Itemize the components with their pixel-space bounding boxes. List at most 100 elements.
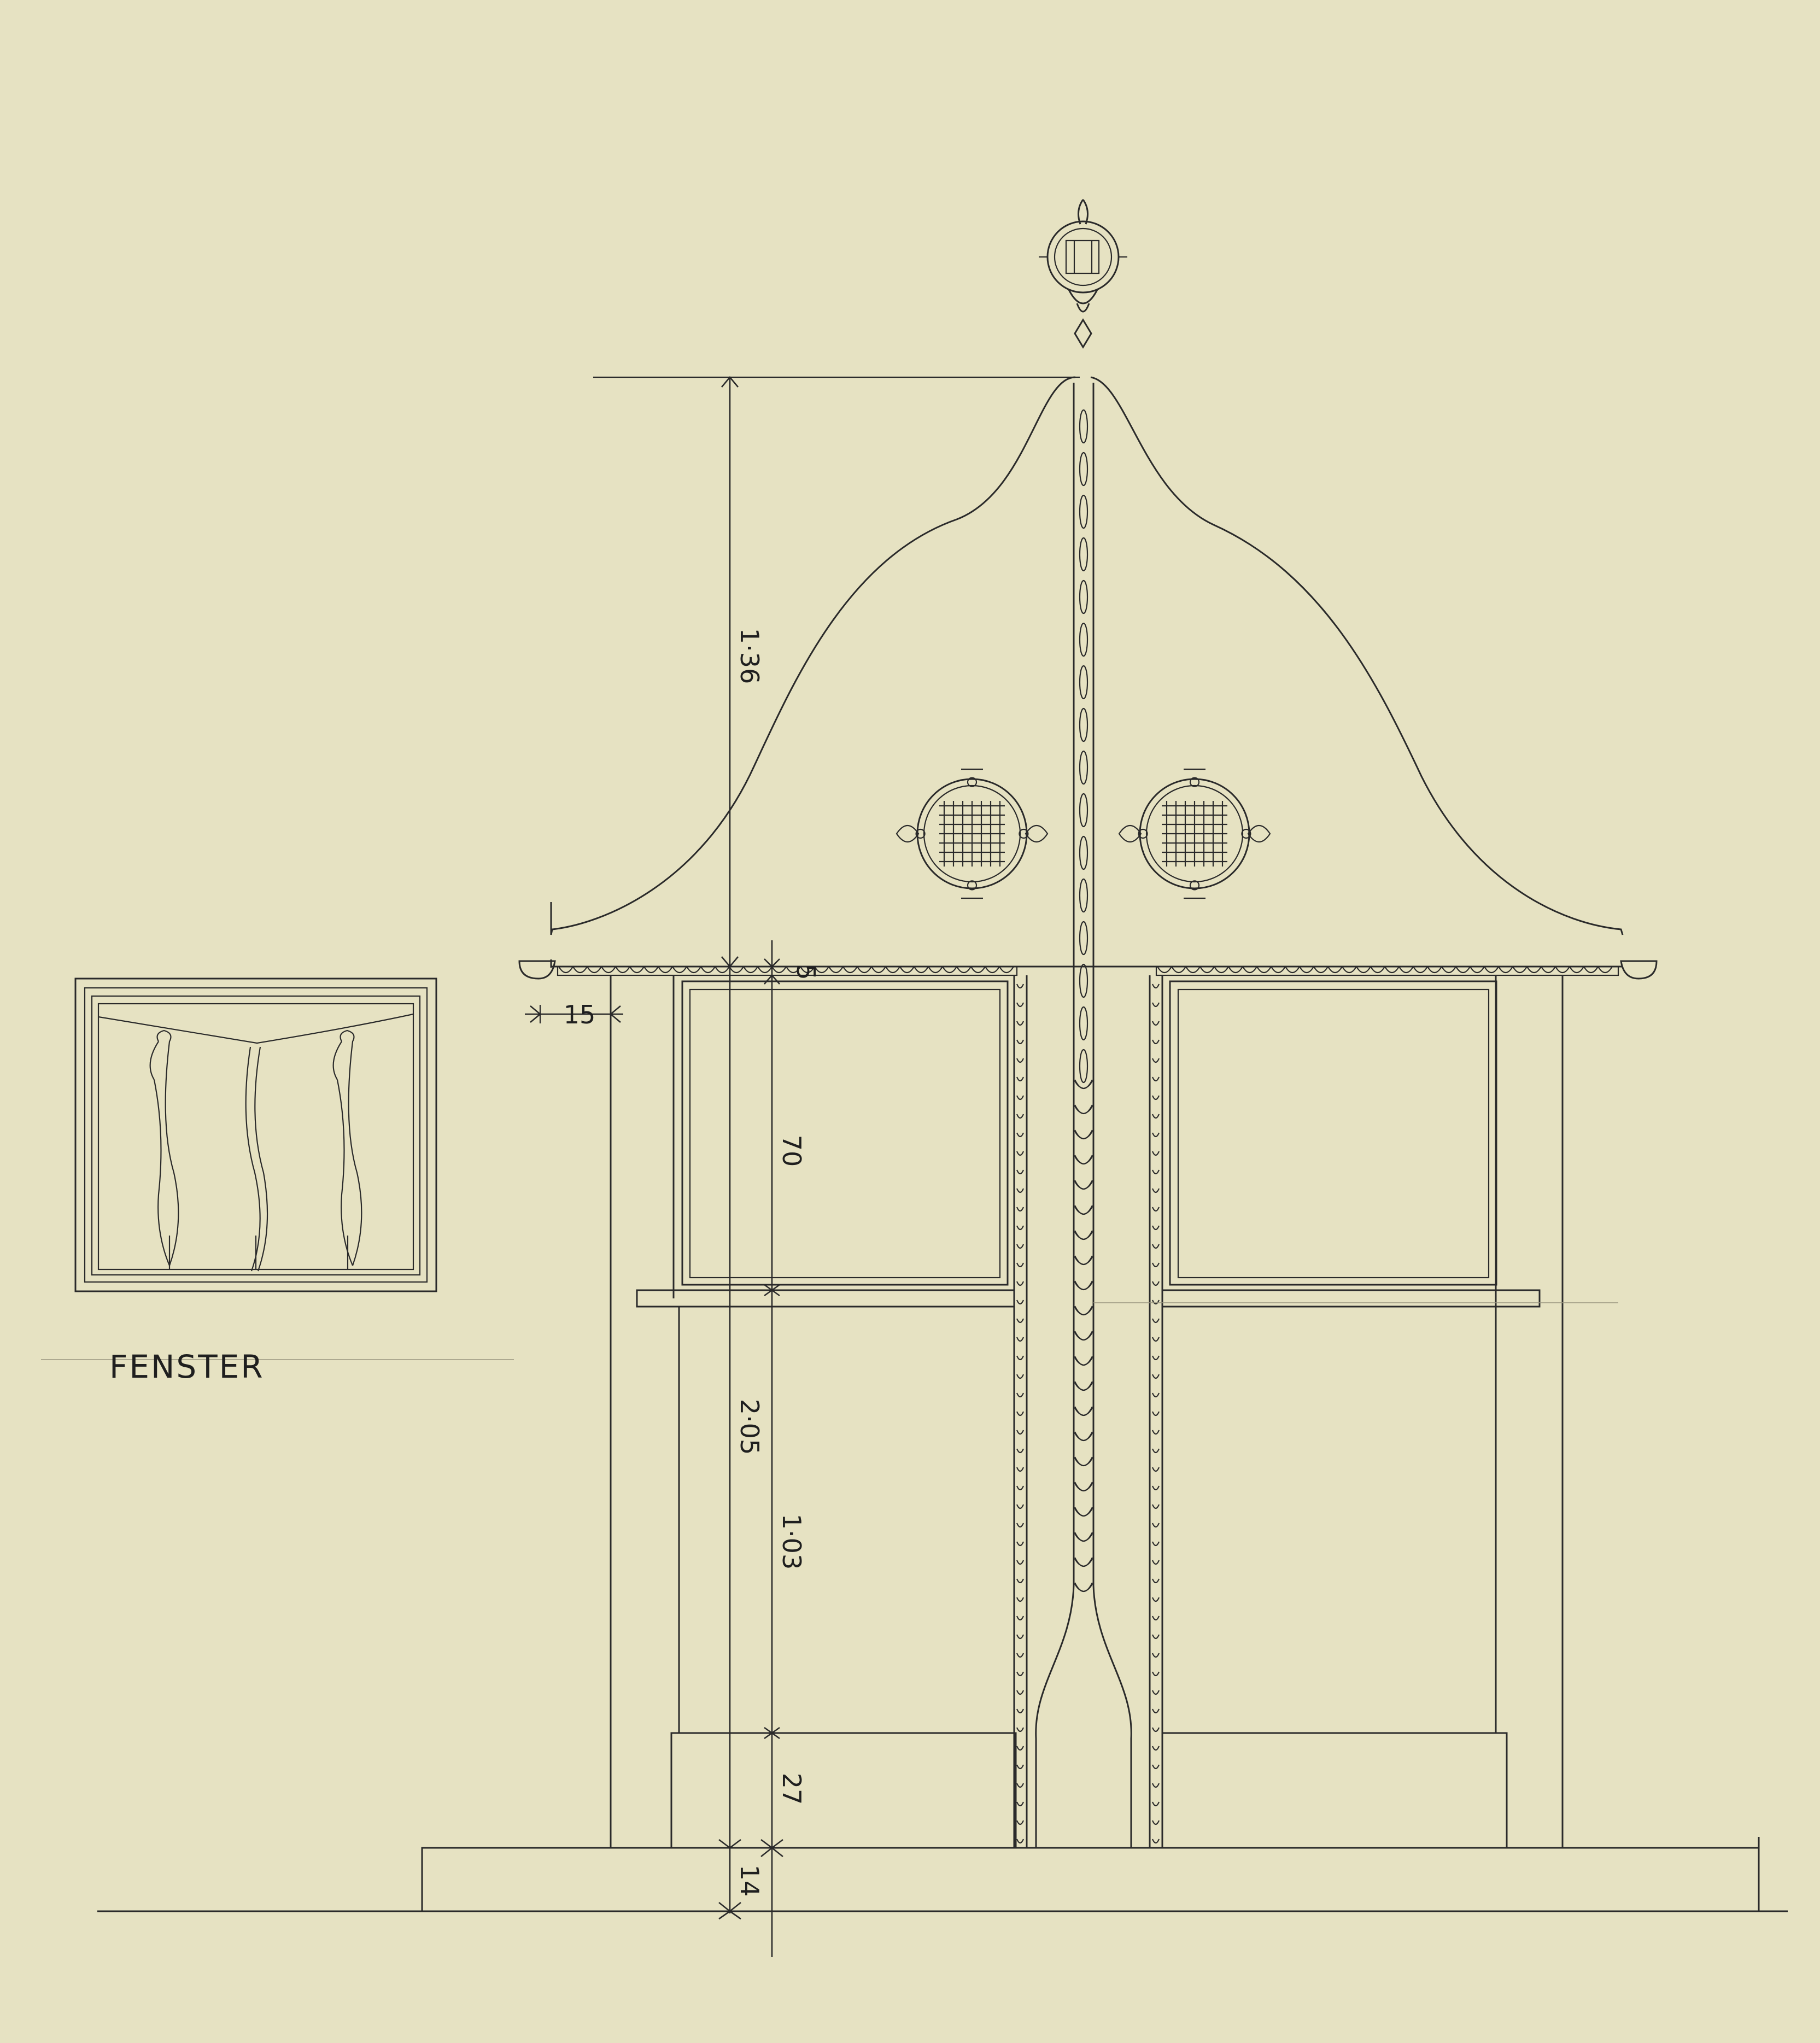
medallion-dot [1189,777,1200,787]
column-oval [1079,1049,1089,1084]
bar-scallop [1151,1262,1160,1268]
scallop [985,966,1000,974]
bar-scallop [1016,1597,1025,1602]
central-column [1035,383,1132,1848]
scallop [1327,966,1343,974]
dim-roof-height: 1·36 [735,628,764,684]
scallop [1313,966,1329,974]
fascia-scallops-right [1157,966,1613,974]
bar-scallop [1016,1299,1025,1305]
medallion-dot [1019,828,1029,839]
medallion-lobe [1247,824,1271,843]
scallop [629,966,645,974]
bar-scallop [1016,1244,1025,1249]
scallop [1498,966,1513,974]
bar-scallop [1016,1764,1025,1770]
dim-lower-height: 1·03 [777,1514,806,1570]
column-oval [1079,409,1089,444]
scallop [1256,966,1272,974]
bar-scallop [1016,1783,1025,1788]
bar-scallop [1016,1560,1025,1565]
bar-scallop [1016,1615,1025,1621]
scallop [672,966,687,974]
scallop [686,966,701,974]
bar-scallop [1016,1076,1025,1082]
scallop [871,966,886,974]
column-scale [1074,1280,1093,1291]
scallop [729,966,744,974]
column-scale [1074,1205,1093,1215]
bar-scallop [1151,1634,1160,1640]
scallop [885,966,900,974]
bar-scallop [1151,1839,1160,1844]
bar-scallop [1151,1058,1160,1063]
column-scale [1074,1079,1093,1090]
bar-scallop [1016,1485,1025,1491]
scallop [1398,966,1414,974]
scallop [643,966,659,974]
column-oval [1079,622,1089,657]
bar-scallop [1151,1411,1160,1416]
bar-scallop [1016,1151,1025,1156]
dim-window-height: 70 [777,1135,806,1167]
bar-scallop [1016,1114,1025,1119]
bar-scallop [1151,1504,1160,1509]
medallion-ring [916,778,1028,889]
bar-scallop [1151,1783,1160,1788]
bar-scallop [1151,1615,1160,1621]
medallion-dot [915,828,926,839]
left-bay [610,975,1028,1849]
scallop [1157,966,1172,974]
medallion-lobe [896,824,920,843]
column-scale [1074,1180,1093,1190]
column-scale [1074,1507,1093,1517]
scallop [1526,966,1542,974]
bar-scallop [1016,1541,1025,1547]
bar-scallop [1151,1485,1160,1491]
scallop [899,966,915,974]
bar-scallop [1151,1374,1160,1379]
scallop [1299,966,1314,974]
scallop [1597,966,1613,974]
bar-scallop [1151,1281,1160,1286]
scallop [1285,966,1300,974]
bar-scallop [1016,1058,1025,1063]
bar-scallop [1016,1374,1025,1379]
bar-scallop [1151,1690,1160,1695]
scallop [842,966,858,974]
medallion-ornament-right [1118,768,1271,899]
dim-fascia: 5 [791,964,821,980]
bar-scallop [1151,1095,1160,1100]
bar-scallop [1016,1262,1025,1268]
medallion-lobe [1118,824,1142,843]
bar-scallop [1151,984,1160,989]
dim-overhang: 15 [564,1000,596,1029]
bar-scallop [1151,1114,1160,1119]
bar-scallop [1151,1764,1160,1770]
column-scale [1074,1331,1093,1341]
column-scale [1074,1230,1093,1240]
bar-scallop [1151,1746,1160,1751]
column-scale [1074,1431,1093,1442]
bar-scallop [1016,1839,1025,1844]
bar-scallop [1016,1039,1025,1045]
bar-scallop [1151,1541,1160,1547]
bar-scallop [1016,1207,1025,1212]
bar-scallop [1016,1448,1025,1454]
column-scale [1074,1582,1093,1593]
bar-scallop [1016,1355,1025,1361]
scallop [970,966,986,974]
bar-scallop [1151,1560,1160,1565]
column-scale [1074,1406,1093,1416]
column-scale [1074,1532,1093,1542]
bar-scallop [1151,1801,1160,1807]
bar-scallop [1151,1653,1160,1658]
bar-scallop [1151,1578,1160,1584]
bar-scallop [1151,1002,1160,1008]
bar-scallop [1016,1746,1025,1751]
bar-scallop [1016,1708,1025,1714]
scallop [1199,966,1215,974]
medallion-inner-ring [1145,785,1244,883]
